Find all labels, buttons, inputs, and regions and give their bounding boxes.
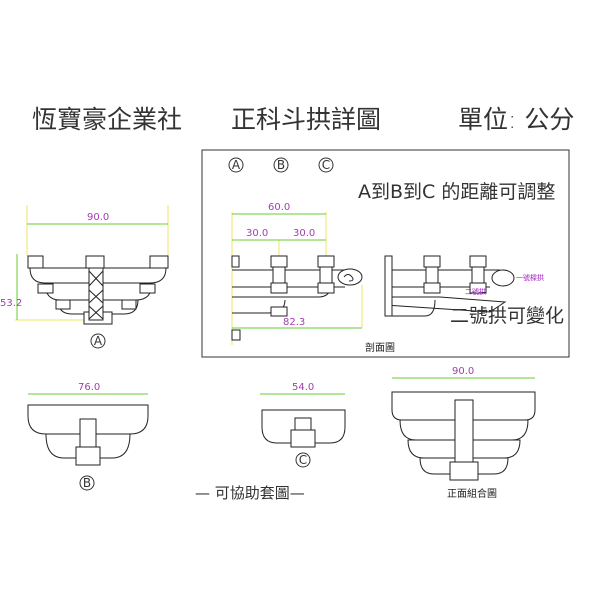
label-b: B	[83, 476, 91, 490]
variable-note: 二號拱可變化	[450, 305, 564, 327]
dim-30-right: 30.0	[293, 228, 315, 239]
front-view-a: 90.0 53.2 A	[0, 205, 169, 349]
assist-note: — 可協助套圖—	[195, 484, 305, 502]
part1-label: 一號樑拱	[516, 273, 544, 282]
company-name: 恆寶豪企業社	[32, 105, 182, 134]
label-c: C	[299, 453, 307, 467]
dim-height-a: 53.2	[0, 298, 22, 309]
dim-width-c: 54.0	[292, 382, 314, 393]
part2-label: 二號拱	[465, 287, 486, 296]
section-panel: A B C A到B到C 的距離可調整 60.0 30.0 30.0 82.3 一…	[201, 149, 570, 358]
section-label-b: B	[277, 158, 285, 172]
dim-width-combined: 90.0	[452, 366, 474, 377]
dim-30-left: 30.0	[246, 228, 268, 239]
unit-label: 單位: 公分	[458, 105, 574, 134]
dim-82-3: 82.3	[283, 317, 305, 328]
combined-caption: 正面組合圖	[447, 487, 497, 500]
dim-width-a: 90.0	[87, 212, 109, 223]
label-a: A	[94, 334, 103, 348]
view-b: 76.0 B	[27, 382, 149, 491]
dim-60: 60.0	[268, 202, 290, 213]
dim-width-b: 76.0	[78, 382, 100, 393]
combined-view: 90.0 正面組合圖	[391, 366, 536, 500]
section-label-a: A	[232, 158, 241, 172]
drawing-title: 正科斗拱詳圖	[231, 105, 381, 134]
section-label-c: C	[322, 158, 330, 172]
section-caption: 剖面圖	[365, 341, 395, 354]
view-c: 54.0 C	[260, 382, 346, 468]
adjustable-distance-note: A到B到C 的距離可調整	[358, 181, 555, 203]
